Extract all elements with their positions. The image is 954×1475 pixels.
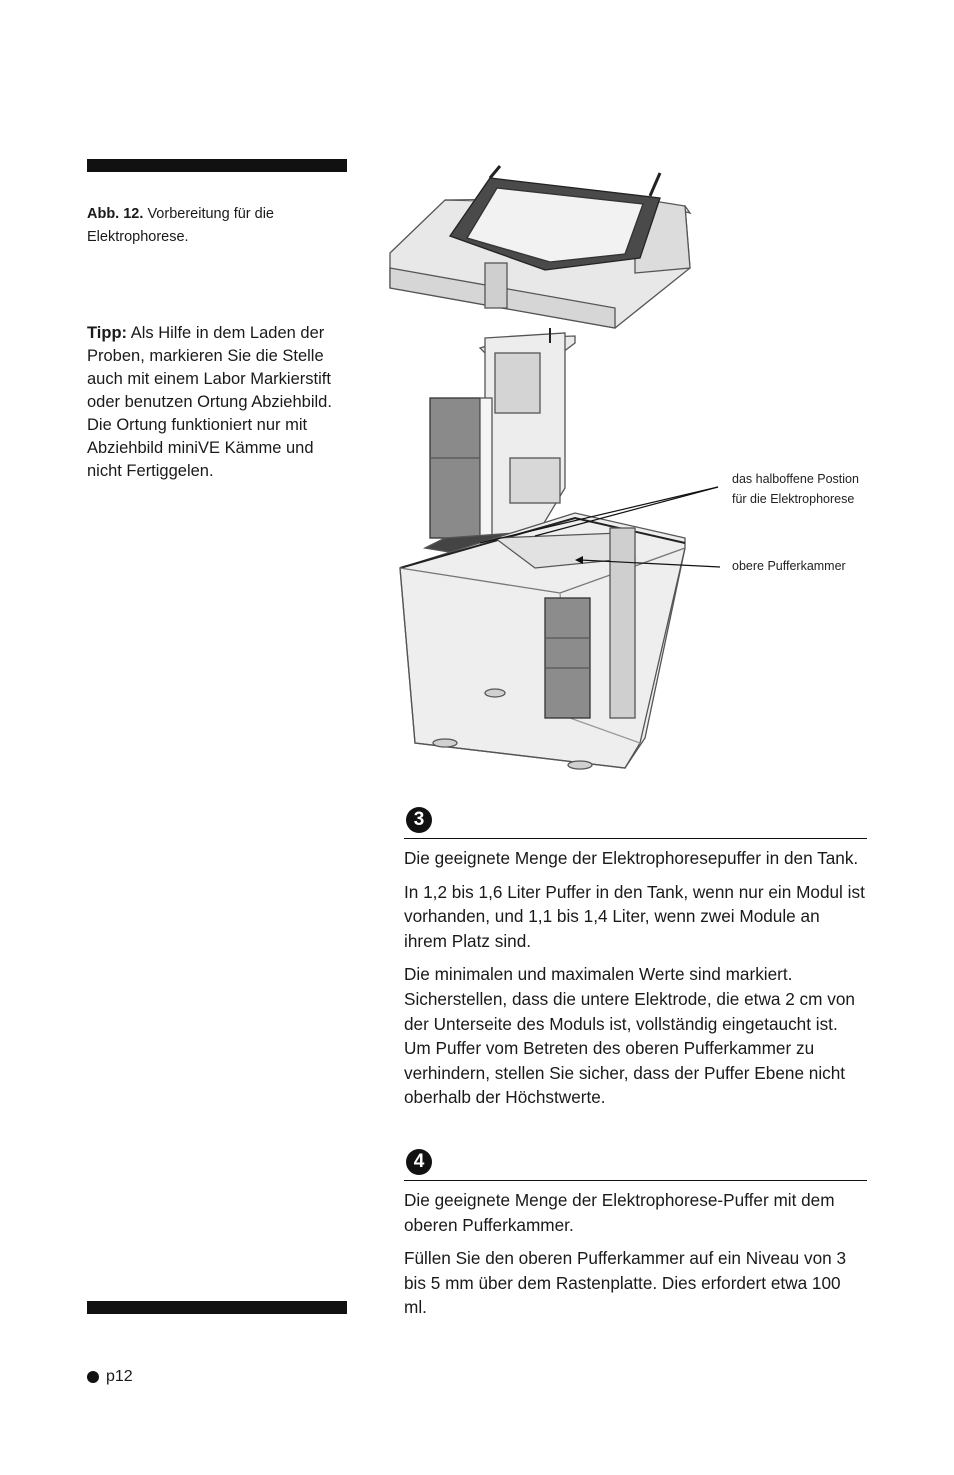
step-paragraph: Die minimalen und maximalen Werte sind m…: [404, 964, 855, 1108]
callout-half-open-position: das halboffene Postion für die Elektroph…: [732, 469, 892, 509]
tip-label: Tipp:: [87, 324, 128, 342]
leader-line-1: [479, 486, 719, 544]
step-paragraph: Füllen Sie den oberen Pufferkammer auf e…: [404, 1248, 847, 1318]
callout-upper-buffer-chamber: obere Pufferkammer: [732, 556, 892, 576]
step-header: 4: [404, 1148, 867, 1181]
tip-text-block: Tipp: Als Hilfe in dem Laden der Proben,…: [87, 322, 347, 483]
callout-line: für die Elektrophorese: [732, 492, 855, 506]
step-3-section: 3 Die geeignete Menge der Elektrophorese…: [404, 806, 867, 1119]
step-paragraph: In 1,2 bis 1,6 Liter Puffer in den Tank,…: [404, 881, 865, 951]
step-paragraph: Die geeignete Menge der Elektrophoresepu…: [404, 848, 859, 868]
figure-caption: Abb. 12. Vorbereitung für die Elektropho…: [87, 203, 337, 249]
step-header: 3: [404, 806, 867, 839]
page-footer: p12: [87, 1368, 133, 1386]
caption-text: Vorbereitung für die Elektrophorese.: [87, 206, 274, 245]
tank-illustration: [399, 512, 686, 770]
module-illustration: [422, 328, 586, 554]
callout-line: das halboffene Postion: [732, 472, 859, 486]
top-rule-bar: [87, 159, 347, 172]
step-number-badge: 3: [406, 807, 432, 833]
callout-line: obere Pufferkammer: [732, 559, 846, 573]
leader-line-1b: [534, 486, 719, 537]
bullet-dot-icon: [87, 1371, 99, 1383]
tip-text: Als Hilfe in dem Laden der Proben, marki…: [87, 324, 332, 480]
step-number-badge: 4: [406, 1149, 432, 1175]
lid-illustration: [389, 165, 692, 329]
page-number: p12: [106, 1368, 133, 1385]
bottom-rule-bar: [87, 1301, 347, 1314]
leader-line-2: [579, 559, 721, 568]
electrophoresis-figure: [389, 165, 721, 770]
step-4-section: 4 Die geeignete Menge der Elektrophorese…: [404, 1148, 867, 1329]
step-paragraph: Die geeignete Menge der Elektrophorese-P…: [404, 1190, 835, 1235]
caption-label: Abb. 12.: [87, 206, 144, 222]
